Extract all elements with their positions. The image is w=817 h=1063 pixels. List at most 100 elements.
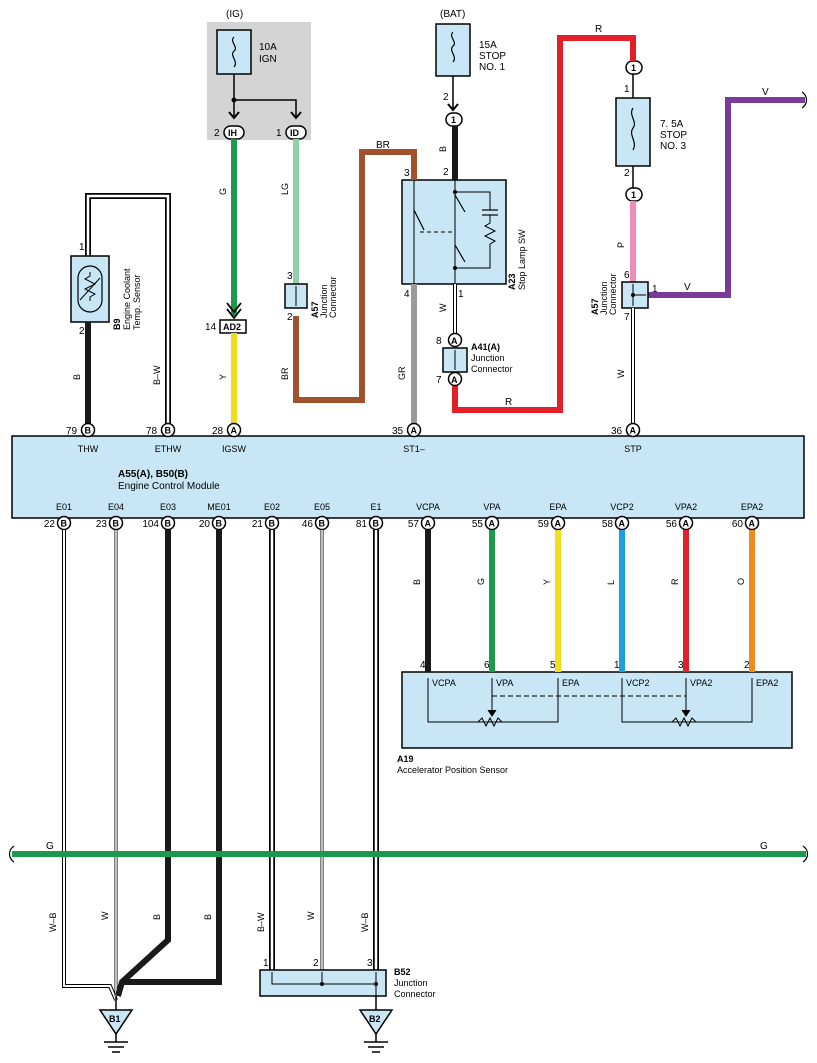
svg-text:B: B [373, 519, 380, 529]
svg-text:2: 2 [313, 958, 319, 969]
ecm-bottom-pin-epa2: A [744, 515, 760, 531]
sensor-pin-number: 5 [550, 660, 556, 671]
ecm-bottom-pin-number: 57 [408, 519, 420, 530]
ecm-bottom-pin-number: 60 [732, 519, 744, 530]
svg-text:A57: A57 [590, 298, 600, 315]
ecm-bottom-pin-label: ME01 [207, 502, 231, 512]
svg-text:B1: B1 [109, 1014, 121, 1024]
a57-junction-right: 6 1 7 A57 Junction Connector [590, 270, 658, 323]
svg-text:BR: BR [376, 140, 390, 151]
ecm-bottom-pin-number: 55 [472, 519, 484, 530]
sensor-pin-number: 3 [678, 660, 684, 671]
svg-text:G: G [46, 841, 54, 852]
svg-text:B–W: B–W [152, 365, 162, 385]
svg-text:Stop Lamp SW: Stop Lamp SW [517, 229, 527, 290]
accelerator-position-sensor: A19 Accelerator Position Sensor [397, 671, 793, 775]
ecm-bottom-pin-label: E02 [264, 502, 280, 512]
ecm-bottom-pin-label: VCP2 [610, 502, 634, 512]
svg-text:2: 2 [79, 326, 85, 337]
fuse-ign-name: IGN [259, 54, 277, 65]
coolant-temp-sensor: B9 Engine Coolant Temp. Sensor [70, 255, 142, 330]
svg-text:A41(A): A41(A) [471, 342, 500, 352]
pin-a23-1: 1 [445, 112, 463, 127]
svg-text:3: 3 [287, 271, 293, 282]
svg-text:7. 5A: 7. 5A [660, 119, 684, 130]
svg-text:STOP: STOP [660, 130, 687, 141]
svg-text:A: A [555, 519, 562, 529]
ecm-top-pin-number: 36 [611, 426, 623, 437]
svg-text:1: 1 [624, 84, 630, 95]
wire-wb-e01 [62, 530, 118, 1001]
ecm-top-pin-number: 28 [212, 426, 224, 437]
ecm-bottom-pin-vcp2: A [614, 515, 630, 531]
svg-text:STOP: STOP [479, 51, 506, 62]
svg-text:R: R [595, 24, 602, 35]
ecm-bottom-pin-epa: A [550, 515, 566, 531]
svg-text:B: B [85, 426, 92, 436]
sensor-pin-number: 4 [420, 660, 426, 671]
ecm-bottom-pin-number: 59 [538, 519, 550, 530]
pin-p-top: 1 [625, 187, 643, 202]
sensor-pin-label: VCPA [432, 678, 456, 688]
svg-text:A: A [683, 519, 690, 529]
svg-text:Junction: Junction [394, 978, 428, 988]
ecm-bottom-pin-label: E05 [314, 502, 330, 512]
svg-text:Junction: Junction [319, 284, 329, 318]
svg-text:W–B: W–B [48, 912, 58, 932]
svg-text:A: A [451, 375, 458, 385]
svg-text:B: B [72, 374, 82, 380]
ecm-bottom-pin-label: E04 [108, 502, 124, 512]
ecm-top-pin-label: THW [78, 444, 99, 454]
svg-text:3: 3 [404, 168, 410, 179]
ecm-bottom-pin-number: 58 [602, 519, 614, 530]
svg-text:W: W [438, 303, 448, 312]
svg-text:B: B [319, 519, 326, 529]
svg-text:B: B [438, 146, 448, 152]
svg-text:1: 1 [631, 190, 636, 200]
wire-color-label: B [412, 579, 422, 585]
fuse-ign: 10A IGN [216, 29, 277, 75]
sensor-pin-label: VPA [496, 678, 513, 688]
svg-text:1: 1 [263, 958, 269, 969]
svg-text:2: 2 [443, 92, 449, 103]
ig-source-label: (IG) [226, 9, 243, 20]
a57-junction-left: 3 2 A57 Junction Connector [284, 271, 338, 323]
ecm-top-pin-number: 35 [392, 426, 404, 437]
b52-junction-connector: 1 2 3 B52 Junction Connector [259, 958, 436, 999]
svg-text:A: A [425, 519, 432, 529]
ecm-bottom-pins: B22E01B23E04B104E03B20ME01B21E02B46E05B8… [44, 502, 763, 531]
svg-text:2: 2 [287, 312, 293, 323]
svg-text:V: V [762, 87, 769, 98]
stop-lamp-switch: 3 4 1 A23 Stop Lamp SW [401, 168, 527, 300]
svg-text:Connector: Connector [328, 276, 338, 318]
svg-text:Junction: Junction [471, 353, 505, 363]
ecm-bottom-pin-e02: B [264, 515, 280, 531]
ecm-top-pin-label: STP [624, 444, 642, 454]
ecm-bottom-pin-label: VPA2 [675, 502, 697, 512]
ecm-top-pin-thw: B [80, 422, 96, 438]
svg-text:B: B [216, 519, 223, 529]
svg-text:1: 1 [458, 289, 464, 300]
sensor-pin-label: VCP2 [626, 678, 650, 688]
ecm-bottom-pin-number: 23 [96, 519, 108, 530]
svg-text:Connector: Connector [471, 364, 513, 374]
svg-text:P: P [616, 242, 626, 248]
ecm-bottom-pin-e1: B [368, 515, 384, 531]
fuse-stop-no3: 7. 5A STOP NO. 3 [615, 97, 687, 167]
svg-text:Engine Control Module: Engine Control Module [118, 481, 220, 492]
svg-text:GR: GR [397, 366, 407, 380]
fuse-ign-rating: 10A [259, 42, 277, 53]
ecm-top-pin-ethw: B [160, 422, 176, 438]
sensor-pin-label: EPA [562, 678, 579, 688]
ecm-top-pin-label: ST1– [403, 444, 425, 454]
svg-text:7: 7 [624, 312, 630, 323]
ecm-bottom-pin-label: E01 [56, 502, 72, 512]
svg-text:Temp. Sensor: Temp. Sensor [132, 274, 142, 330]
svg-text:1: 1 [652, 284, 658, 295]
sensor-pin-label: VPA2 [690, 678, 712, 688]
svg-text:W–B: W–B [360, 912, 370, 932]
svg-text:2: 2 [214, 128, 220, 139]
